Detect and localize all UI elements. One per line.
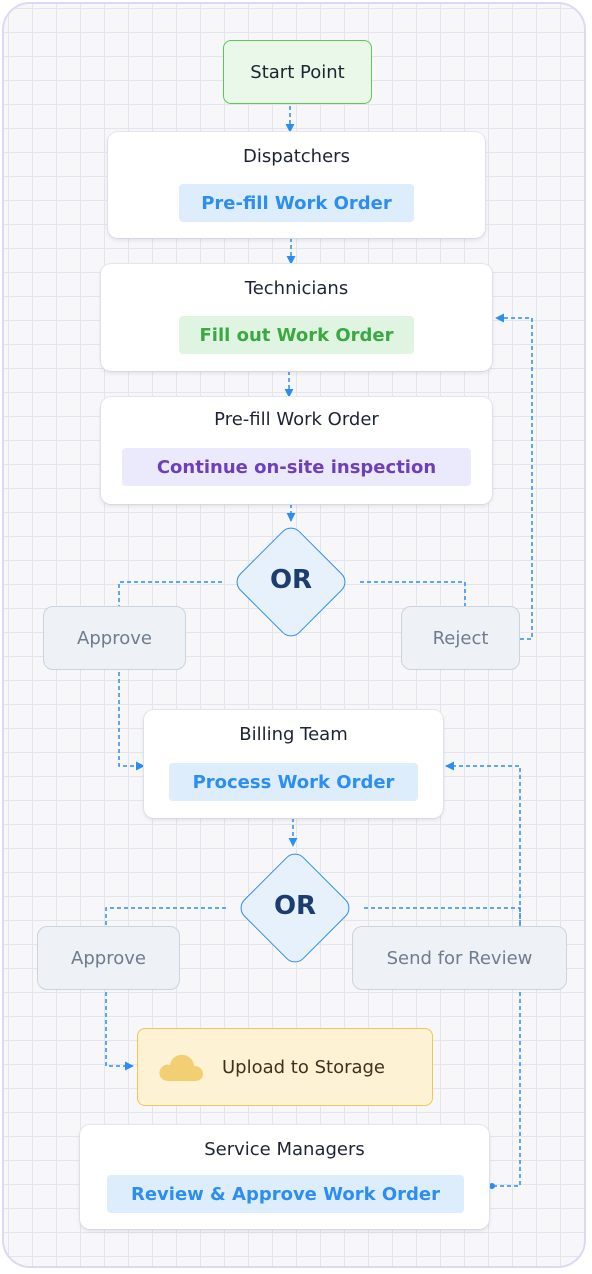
send-for-review-option[interactable]: Send for Review xyxy=(352,926,567,990)
billing-title: Billing Team xyxy=(239,724,348,745)
dispatchers-title: Dispatchers xyxy=(243,146,350,167)
service-managers-action: Review & Approve Work Order xyxy=(107,1175,464,1213)
dispatchers-action: Pre-fill Work Order xyxy=(179,184,414,222)
billing-node[interactable]: Billing Team Process Work Order xyxy=(144,710,443,818)
approve-option-1[interactable]: Approve xyxy=(43,606,186,670)
prefill-node[interactable]: Pre-fill Work Order Continue on-site ins… xyxy=(101,397,492,504)
billing-action: Process Work Order xyxy=(169,763,418,801)
upload-storage-label: Upload to Storage xyxy=(222,1056,386,1078)
connector-review-to-billing xyxy=(445,761,521,926)
start-point-label: Start Point xyxy=(250,61,345,83)
connector-lines xyxy=(105,106,533,1189)
prefill-action: Continue on-site inspection xyxy=(122,448,471,486)
approve-option-2[interactable]: Approve xyxy=(37,926,180,990)
decision-1-label: OR xyxy=(269,565,313,595)
cloud-icon xyxy=(159,1054,203,1081)
reject-option[interactable]: Reject xyxy=(401,606,520,670)
connector-approve-to-billing xyxy=(118,672,145,771)
service-managers-title: Service Managers xyxy=(204,1139,365,1160)
start-point-node[interactable]: Start Point xyxy=(223,40,372,104)
upload-storage-node[interactable]: Upload to Storage xyxy=(137,1028,433,1106)
connector-approve-to-storage xyxy=(105,992,134,1071)
decision-2-label: OR xyxy=(273,891,317,921)
connector-decision-2-to-review xyxy=(364,907,521,926)
technicians-title: Technicians xyxy=(244,278,349,299)
connector-reject-to-technicians xyxy=(495,313,533,640)
connector-end-dot xyxy=(489,1183,495,1189)
connector-decision-2-to-approve xyxy=(105,907,226,926)
connector-decision-1-to-approve xyxy=(118,581,222,606)
technicians-action: Fill out Work Order xyxy=(179,316,414,354)
connector-decision-1-to-reject xyxy=(360,581,466,606)
connector-review-to-managers xyxy=(492,992,521,1187)
dispatchers-node[interactable]: Dispatchers Pre-fill Work Order xyxy=(108,132,485,238)
service-managers-node[interactable]: Service Managers Review & Approve Work O… xyxy=(80,1125,489,1229)
technicians-node[interactable]: Technicians Fill out Work Order xyxy=(101,264,492,371)
prefill-title: Pre-fill Work Order xyxy=(214,409,379,430)
